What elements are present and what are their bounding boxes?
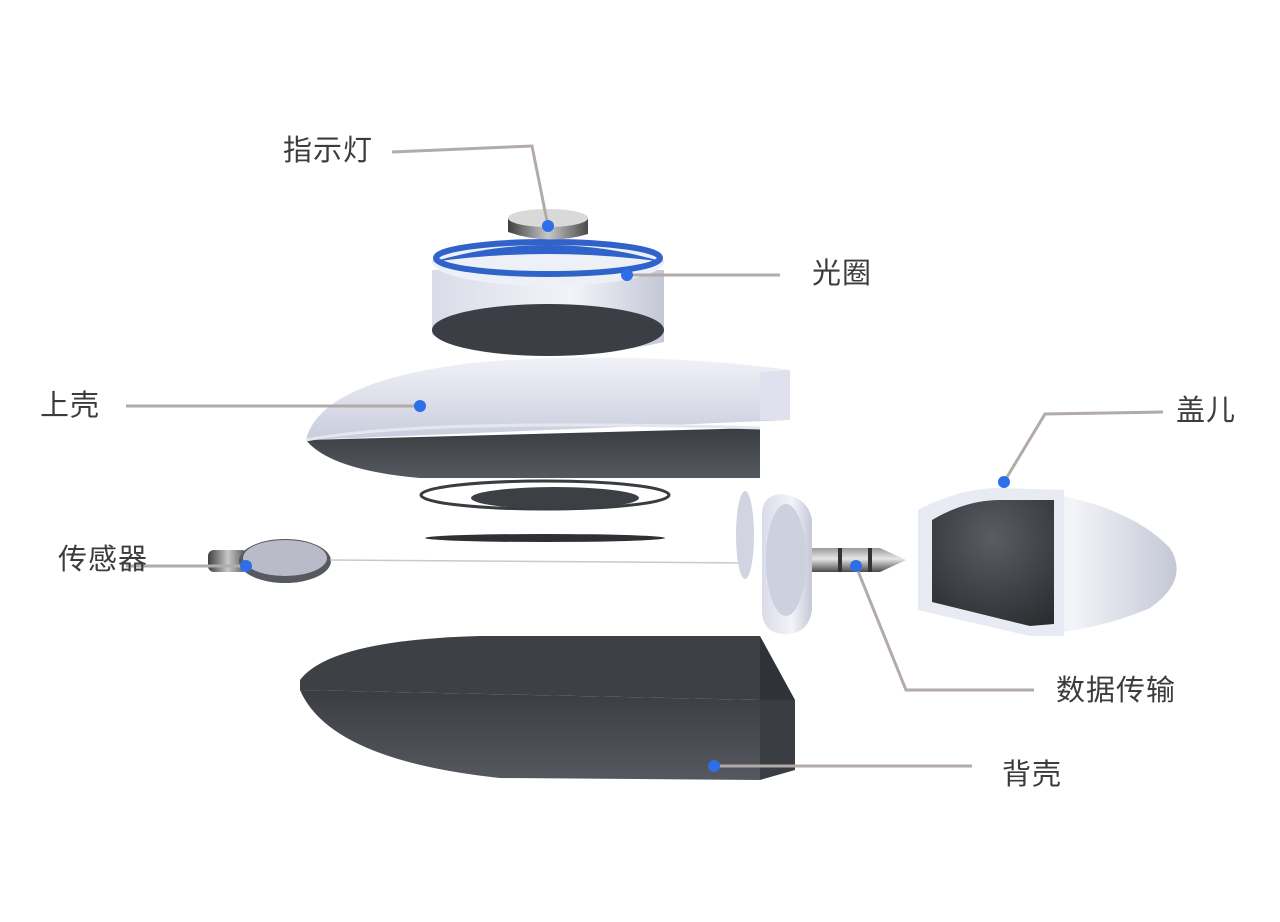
connector: [736, 491, 906, 635]
aperture-bottom-opening: [432, 304, 664, 356]
aperture-blue-ring: [432, 245, 664, 262]
label-aperture: 光圈: [812, 256, 873, 290]
indicator-light-top: [508, 209, 588, 227]
label-back-shell: 背壳: [1002, 757, 1063, 791]
aperture-blue-band: [433, 239, 663, 277]
dot-back-shell: [708, 760, 720, 772]
label-sensor: 传感器: [58, 542, 149, 576]
back-shell: [300, 636, 795, 780]
callout-dots: [240, 220, 1010, 772]
dot-indicator: [542, 220, 554, 232]
aperture-module: [432, 209, 664, 356]
label-upper-shell: 上壳: [40, 388, 101, 422]
dot-cap: [998, 476, 1010, 488]
dot-sensor: [240, 560, 252, 572]
leader-cap: [1002, 410, 1164, 483]
label-data-transfer: 数据传输: [1056, 673, 1177, 707]
dot-aperture: [621, 269, 633, 281]
dot-upper-shell: [414, 400, 426, 412]
leader-data-transfer: [854, 565, 1034, 692]
inner-disks: [419, 479, 671, 542]
label-cap: 盖儿: [1176, 393, 1237, 427]
leader-indicator: [391, 144, 550, 227]
cap: [918, 488, 1177, 636]
label-indicator: 指示灯: [283, 133, 374, 167]
dot-data-transfer: [850, 560, 862, 572]
upper-shell: [305, 357, 790, 478]
sensor: [208, 539, 751, 583]
leader-lines: [126, 144, 1164, 768]
